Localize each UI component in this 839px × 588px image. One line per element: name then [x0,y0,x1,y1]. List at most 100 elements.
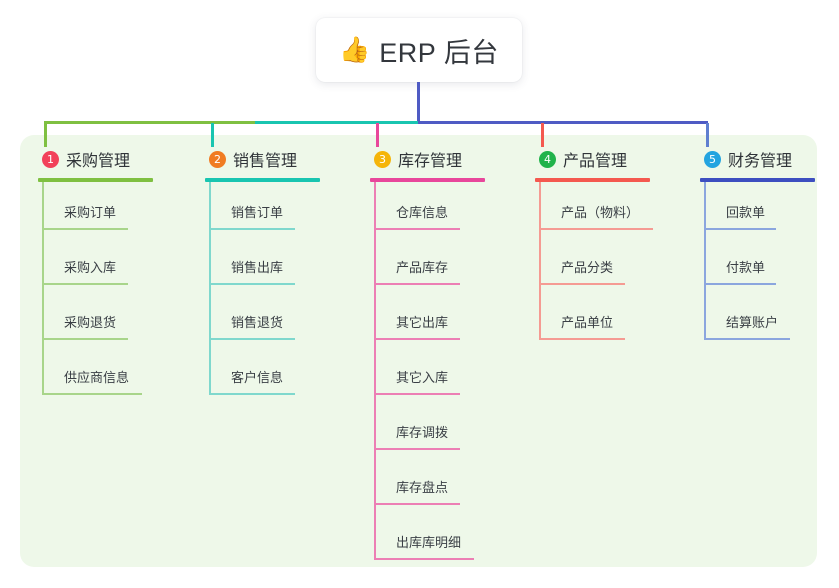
column-3: 3 库存管理仓库信息产品库存其它出库其它入库库存调拨库存盘点出库库明细 [370,146,520,567]
tree-item[interactable]: 出库库明细 [370,512,520,567]
column-items: 仓库信息产品库存其它出库其它入库库存调拨库存盘点出库库明细 [370,182,520,567]
column-number-badge: 3 [374,150,391,168]
column-spine-connector [704,182,706,338]
tree-item-rule [704,338,790,340]
horizontal-connector-segment-2 [255,121,418,124]
tree-item[interactable]: 库存盘点 [370,457,520,512]
column-header-rule [205,178,320,182]
tree-item[interactable]: 采购订单 [38,182,188,237]
tree-item[interactable]: 产品分类 [535,237,695,292]
tree-item-label: 结算账户 [726,315,779,330]
tree-item[interactable]: 其它出库 [370,292,520,347]
drop-connector-1 [44,123,47,147]
tree-item-label: 供应商信息 [64,370,130,385]
column-spine-connector [374,182,376,558]
drop-connector-3 [376,123,379,147]
tree-item-rule [374,283,460,285]
tree-item-rule [209,338,295,340]
column-title: 采购管理 [66,153,131,170]
tree-item-label: 采购退货 [64,315,117,330]
tree-item-rule [539,283,625,285]
column-number-badge: 4 [539,150,556,168]
tree-item-rule [42,338,128,340]
column-header-1[interactable]: 1 采购管理 [38,146,188,172]
column-title: 产品管理 [563,153,628,170]
column-spine-connector [539,182,541,338]
column-number-badge: 5 [704,150,721,168]
tree-item-label: 销售退货 [231,315,284,330]
column-header-rule [535,178,650,182]
tree-item[interactable]: 供应商信息 [38,347,188,402]
column-items: 产品（物料） 产品分类产品单位 [535,182,695,347]
column-header-4[interactable]: 4 产品管理 [535,146,695,172]
column-title: 销售管理 [233,153,298,170]
column-items: 回款单付款单结算账户 [700,182,839,347]
tree-item[interactable]: 产品库存 [370,237,520,292]
tree-item-rule [209,393,295,395]
column-4: 4 产品管理产品（物料） 产品分类产品单位 [535,146,695,347]
tree-item[interactable]: 销售退货 [205,292,355,347]
tree-item-label: 采购订单 [64,205,117,220]
tree-item-rule [374,228,460,230]
tree-item-label: 客户信息 [231,370,284,385]
column-spine-connector [42,182,44,393]
root-node[interactable]: 👍 ERP 后台 [316,18,522,82]
tree-item-rule [42,393,142,395]
column-header-5[interactable]: 5 财务管理 [700,146,839,172]
tree-item[interactable]: 销售订单 [205,182,355,237]
tree-item[interactable]: 采购入库 [38,237,188,292]
column-spine-connector [209,182,211,393]
tree-item-label: 产品分类 [561,260,614,275]
tree-item-rule [704,228,776,230]
tree-item-label: 其它入库 [396,370,449,385]
tree-item[interactable]: 客户信息 [205,347,355,402]
tree-item-rule [539,338,625,340]
tree-item-label: 回款单 [726,205,766,220]
tree-item[interactable]: 库存调拨 [370,402,520,457]
tree-item[interactable]: 回款单 [700,182,839,237]
tree-item-rule [374,448,460,450]
column-header-rule [370,178,485,182]
column-header-rule [700,178,815,182]
tree-item[interactable]: 采购退货 [38,292,188,347]
root-stem-connector [417,82,420,123]
tree-item-label: 产品（物料） [561,205,640,220]
tree-item[interactable]: 产品单位 [535,292,695,347]
drop-connector-5 [706,123,709,147]
column-5: 5 财务管理回款单付款单结算账户 [700,146,839,347]
column-number-badge: 2 [209,150,226,168]
tree-item[interactable]: 结算账户 [700,292,839,347]
drop-connector-4 [541,123,544,147]
column-1: 1 采购管理采购订单采购入库采购退货供应商信息 [38,146,188,402]
column-items: 采购订单采购入库采购退货供应商信息 [38,182,188,402]
tree-item[interactable]: 仓库信息 [370,182,520,237]
tree-item[interactable]: 付款单 [700,237,839,292]
drop-connector-2 [211,123,214,147]
thumbs-up-icon: 👍 [339,35,371,64]
tree-item-label: 仓库信息 [396,205,449,220]
tree-item[interactable]: 其它入库 [370,347,520,402]
tree-item-label: 销售出库 [231,260,284,275]
tree-item-rule [209,228,295,230]
column-number-badge: 1 [42,150,59,168]
diagram-background-panel [20,135,817,567]
tree-item-label: 产品单位 [561,315,614,330]
column-header-rule [38,178,153,182]
tree-item-rule [42,283,128,285]
tree-item-rule [42,228,128,230]
tree-item-label: 产品库存 [396,260,449,275]
tree-item[interactable]: 产品（物料） [535,182,695,237]
tree-item-rule [374,503,460,505]
tree-item-label: 销售订单 [231,205,284,220]
column-header-3[interactable]: 3 库存管理 [370,146,520,172]
tree-item-label: 出库库明细 [396,535,462,550]
tree-item-label: 库存调拨 [396,425,449,440]
tree-item[interactable]: 销售出库 [205,237,355,292]
column-title: 财务管理 [728,153,793,170]
column-header-2[interactable]: 2 销售管理 [205,146,355,172]
horizontal-connector-segment-3 [418,121,708,124]
tree-item-label: 采购入库 [64,260,117,275]
horizontal-connector-segment-1 [44,121,255,124]
column-title: 库存管理 [398,153,463,170]
